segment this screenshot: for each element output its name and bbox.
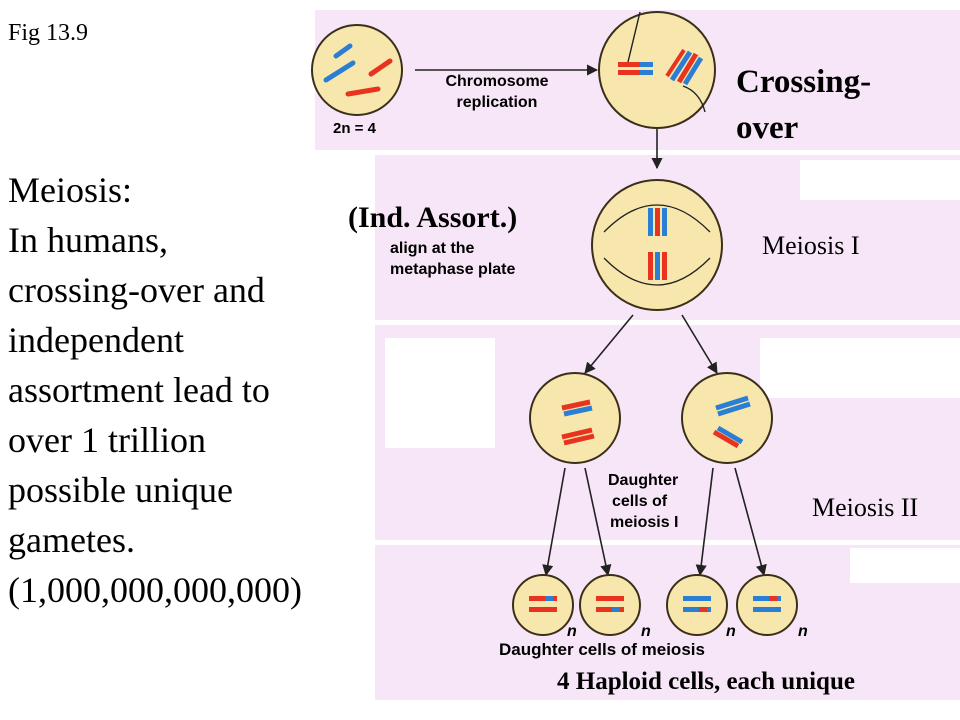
chromosome-blue (640, 62, 653, 67)
arrow-to-gamete-3 (695, 467, 714, 577)
haploid-marker: n (726, 623, 736, 640)
haploid-marker: n (641, 623, 651, 640)
daughter-1-label-line-2: cells of (612, 493, 668, 510)
figure-label: Fig 13.9 (8, 20, 89, 46)
chromosome-red (345, 86, 381, 97)
daughter-1-label-line-3: meiosis I (610, 514, 678, 531)
cell-initial (311, 24, 403, 116)
caption-line: possible unique (8, 470, 233, 510)
cell-gamete-2 (579, 574, 641, 636)
cell-metaphase-1 (591, 179, 723, 311)
chromosome-blue (640, 70, 653, 75)
spindle-fiber (603, 204, 711, 233)
meiosis-1-label: Meiosis I (762, 231, 860, 260)
panel-blank-left (385, 338, 495, 448)
replication-label-line-2: replication (457, 94, 538, 111)
spindle-fiber (603, 257, 711, 286)
cell-gamete-1 (512, 574, 574, 636)
ploidy-label: 2n = 4 (333, 120, 377, 137)
arrow-to-gamete-4 (734, 467, 767, 577)
arrow-to-gamete-1 (542, 467, 566, 577)
chromosome-red (618, 70, 642, 75)
cell-daughter-left (529, 372, 621, 464)
cell-gamete-4 (736, 574, 798, 636)
metaphase-label-line-1: align at the (390, 240, 475, 257)
arrow-to-daughter-right (681, 314, 718, 374)
crossing-over-label-line-2: over (736, 110, 798, 146)
independent-assortment-label: (Ind. Assort.) (348, 201, 517, 234)
chromosome-red (368, 58, 393, 77)
daughter-2-label: Daughter cells of meiosis (499, 640, 705, 659)
caption-line: assortment lead to (8, 370, 270, 410)
panel-blank-bottom-right (850, 548, 960, 583)
haploid-marker: n (567, 623, 577, 640)
arrow-to-gamete-2 (584, 467, 612, 577)
replication-label-line-1: Chromosome (445, 73, 548, 90)
panel-blank-top-right (800, 160, 960, 200)
metaphase-label-line-2: metaphase plate (390, 261, 515, 278)
meiosis-2-label: Meiosis II (812, 493, 918, 522)
caption-line: (1,000,000,000,000) (8, 570, 302, 610)
panel-blank-right (760, 338, 960, 398)
caption-line: In humans, (8, 220, 168, 260)
caption-line: over 1 trillion (8, 420, 206, 460)
arrows (415, 64, 767, 577)
summary-label: 4 Haploid cells, each unique (557, 668, 855, 695)
daughter-1-label-line-1: Daughter (608, 472, 678, 489)
arrow-to-daughter-left (584, 314, 634, 374)
chromosome-blue (333, 43, 353, 59)
cell-replicated (598, 11, 716, 129)
caption-heading: Meiosis: (8, 170, 133, 210)
haploid-marker: n (798, 623, 808, 640)
cell-gamete-3 (666, 574, 728, 636)
chromosome-red (618, 62, 642, 67)
cell-daughter-right (681, 372, 773, 464)
chromosome-blue (323, 60, 356, 83)
caption-line: independent (8, 320, 184, 360)
crossing-over-label-line-1: Crossing- (736, 64, 871, 100)
caption-line: crossing-over and (8, 270, 265, 310)
caption-line: gametes. (8, 520, 135, 560)
background-panels (315, 10, 960, 700)
caption-text: Meiosis: In humans, crossing-over and in… (8, 165, 373, 615)
